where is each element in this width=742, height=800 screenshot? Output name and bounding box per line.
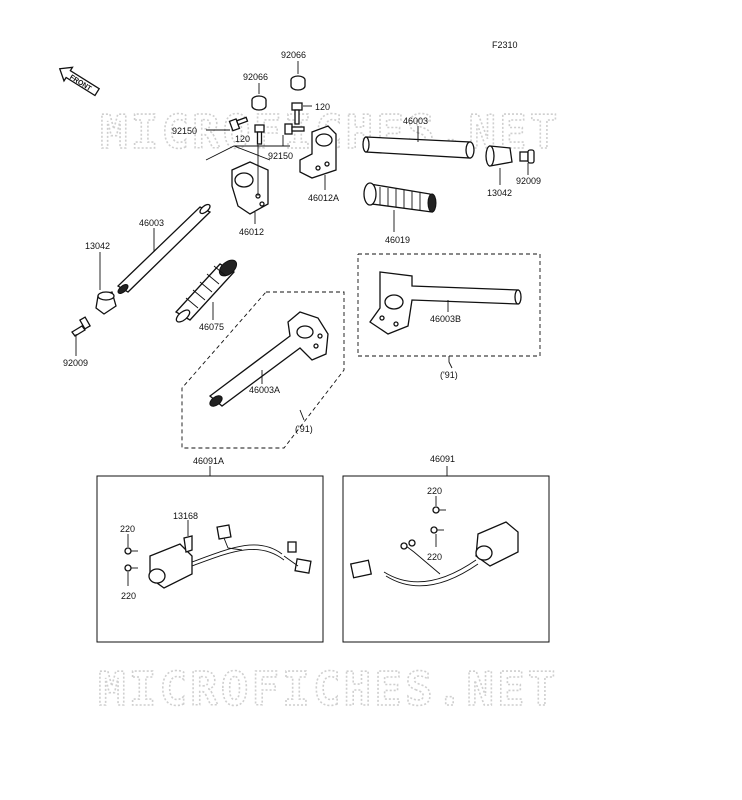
front-arrow-icon: FRONT bbox=[58, 66, 101, 97]
bar-end-13042-left-icon bbox=[95, 291, 117, 315]
part-label: 220 bbox=[121, 591, 136, 601]
clamp-46012-icon bbox=[231, 161, 269, 215]
connector-46091-left-icon bbox=[349, 559, 373, 579]
screw-220-c-icon bbox=[432, 506, 446, 514]
bolt-92150-center-icon bbox=[284, 123, 305, 135]
part-label: 220 bbox=[427, 552, 442, 562]
clip-13168-icon bbox=[183, 535, 193, 553]
part-label: 46019 bbox=[385, 235, 410, 245]
bar-46003A-icon bbox=[208, 311, 329, 407]
part-label: 92066 bbox=[281, 50, 306, 60]
box-46091 bbox=[342, 475, 550, 643]
bolt-120-left-icon bbox=[254, 124, 265, 145]
bar-46003-left-icon bbox=[116, 203, 212, 294]
part-label: ('91) bbox=[295, 424, 313, 434]
screw-220-d-icon bbox=[430, 526, 444, 534]
bar-46003B-icon bbox=[369, 271, 522, 335]
part-label: 46003 bbox=[403, 116, 428, 126]
part-label: 220 bbox=[120, 524, 135, 534]
connector-46091A-top-icon bbox=[216, 524, 243, 551]
screw-220-a-icon bbox=[124, 547, 138, 555]
part-label: 92009 bbox=[63, 358, 88, 368]
screw-220-b-icon bbox=[124, 564, 138, 572]
terminals-46091-icon bbox=[400, 539, 416, 550]
watermark-bottom: MICROFICHES.NET bbox=[98, 662, 558, 716]
connector-46091A-right-icon bbox=[283, 541, 312, 574]
part-label: 13168 bbox=[173, 511, 198, 521]
part-label: 46003 bbox=[139, 218, 164, 228]
box-46003B bbox=[357, 253, 541, 357]
screw-92009-left-icon bbox=[71, 316, 91, 337]
part-label: 92150 bbox=[268, 151, 293, 161]
cap-92066-top-icon bbox=[290, 75, 306, 91]
part-label: 92150 bbox=[172, 126, 197, 136]
part-label: 120 bbox=[235, 134, 250, 144]
clamp-46012A-icon bbox=[299, 125, 337, 179]
part-label: 92066 bbox=[243, 72, 268, 82]
part-label: 46091A bbox=[193, 456, 224, 466]
part-label: 220 bbox=[427, 486, 442, 496]
bar-46003-right-icon bbox=[362, 136, 475, 159]
part-label: ('91) bbox=[440, 370, 458, 380]
screw-92009-right-icon bbox=[519, 149, 535, 164]
part-label: 46003A bbox=[249, 385, 280, 395]
grip-46019-icon bbox=[363, 182, 437, 213]
part-label: 46012 bbox=[239, 227, 264, 237]
figure-code: F2310 bbox=[492, 40, 518, 50]
part-label: 46012A bbox=[308, 193, 339, 203]
part-label: 13042 bbox=[85, 241, 110, 251]
part-label: 46091 bbox=[430, 454, 455, 464]
box-46003A bbox=[181, 291, 345, 449]
bolt-92150-left-icon bbox=[228, 116, 249, 132]
switch-housing-46091-icon bbox=[383, 521, 519, 587]
bar-end-13042-right-icon bbox=[485, 145, 513, 167]
part-label: 120 bbox=[315, 102, 330, 112]
part-label: 46075 bbox=[199, 322, 224, 332]
switch-housing-46091A-icon bbox=[148, 543, 285, 589]
bolt-120-right-icon bbox=[291, 102, 303, 125]
part-label: 46003B bbox=[430, 314, 461, 324]
part-label: 13042 bbox=[487, 188, 512, 198]
grip-46075-icon bbox=[174, 259, 238, 323]
part-label: 92009 bbox=[516, 176, 541, 186]
cap-92066-left-icon bbox=[251, 95, 267, 111]
